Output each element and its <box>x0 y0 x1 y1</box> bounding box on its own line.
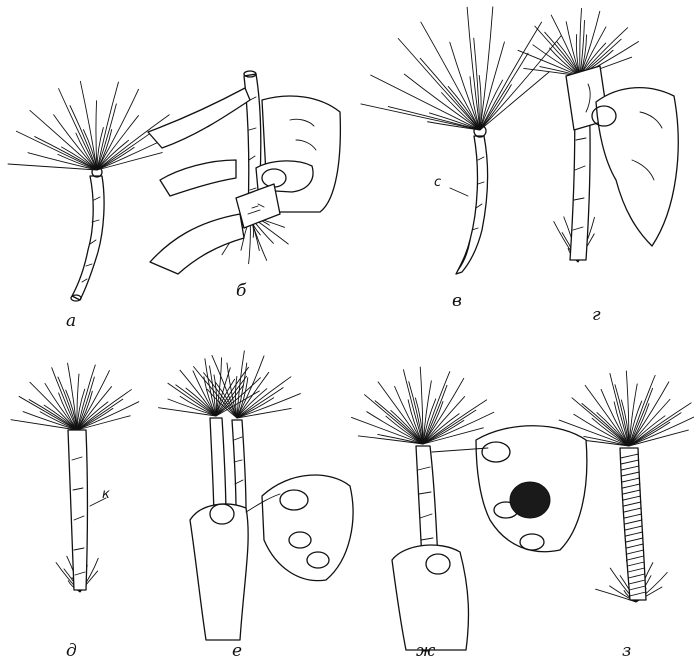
panel-a-twig <box>71 167 104 301</box>
label-z: з <box>622 641 631 661</box>
lower-hand <box>392 545 468 650</box>
left-hand <box>190 504 248 640</box>
panel-d-needles-top <box>11 363 139 430</box>
hand <box>596 88 678 246</box>
panel-v-needles <box>361 7 561 130</box>
panel-a-needles <box>8 81 180 170</box>
label-d: д <box>66 641 77 661</box>
index-finger <box>148 88 250 148</box>
panel-zh-needles <box>351 367 493 444</box>
annotation-k: к <box>102 487 110 502</box>
panel-v-cut-twig <box>450 125 488 274</box>
panel-e-needles-left <box>159 358 261 416</box>
panel-zh-stem-and-hands <box>392 426 587 650</box>
panel-b-hands-and-twig <box>148 71 340 274</box>
annotation-c: с <box>434 175 441 190</box>
lower-hand <box>150 214 244 274</box>
panel-z-wrapped-stem <box>620 448 646 600</box>
panel-z-needles-top <box>559 371 694 446</box>
pointer-line-c <box>450 188 468 196</box>
label-zh: ж <box>416 641 436 661</box>
label-a: а <box>66 311 76 331</box>
label-e: е <box>232 641 242 661</box>
label-b: б <box>236 281 247 301</box>
right-hand <box>262 475 353 581</box>
label-g: г <box>592 305 601 325</box>
panel-e-stems-and-hands <box>190 418 353 640</box>
wax-ball <box>510 482 550 518</box>
panel-g-hand-and-stem <box>566 66 678 260</box>
panel-labels: а б в г д е ж з с к <box>66 175 631 661</box>
middle-finger <box>160 160 236 196</box>
panel-d-stem <box>68 430 106 590</box>
label-v: в <box>452 291 462 311</box>
